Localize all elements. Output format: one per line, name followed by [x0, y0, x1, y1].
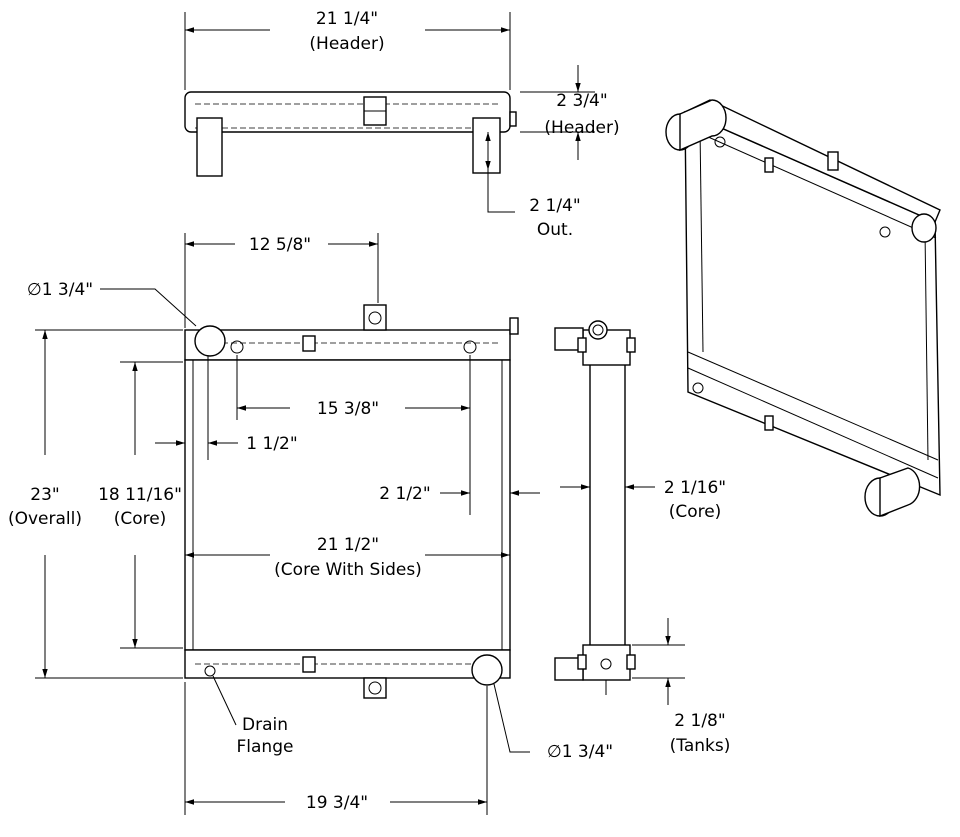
top-view: 21 1/4" (Header) 2 3/4" (Header) 2 1/4" … [184, 9, 620, 240]
core-depth-value: 2 1/16" [664, 478, 726, 498]
outlet-value: 2 1/4" [529, 196, 580, 216]
core-height-note: (Core) [114, 509, 167, 529]
tank-note: (Tanks) [670, 736, 731, 756]
core-width-value: 21 1/2" [317, 535, 379, 555]
overall-height-note: (Overall) [8, 509, 82, 529]
inlet-diameter-label: ∅1 3/4" [27, 280, 93, 300]
header-height-value: 2 3/4" [556, 91, 607, 111]
core-height-value: 18 11/16" [98, 485, 182, 505]
hole-spacing-value: 15 3/8" [317, 399, 379, 419]
outlet-diameter-label: ∅1 3/4" [547, 742, 613, 762]
bottom-width-value: 19 3/4" [306, 793, 368, 813]
overall-height-value: 23" [30, 485, 59, 505]
right-offset-value: 2 1/2" [379, 484, 430, 504]
tank-value: 2 1/8" [674, 711, 725, 731]
front-view: 12 5/8" ∅1 3/4" 15 3/8" 1 1/2" 2 1/2" 23… [8, 233, 613, 815]
drain-label-line2: Flange [237, 737, 294, 757]
side-offset-value: 1 1/2" [246, 434, 297, 454]
header-width-note: (Header) [309, 34, 384, 54]
core-depth-note: (Core) [669, 502, 722, 522]
outlet-note: Out. [537, 220, 573, 240]
side-view: 2 1/16" (Core) 2 1/8" (Tanks) [554, 320, 731, 756]
core-width-note: (Core With Sides) [274, 560, 422, 580]
isometric-view [665, 99, 941, 518]
drain-label-line1: Drain [242, 715, 288, 735]
header-width-value: 21 1/4" [316, 9, 378, 29]
offset-top-value: 12 5/8" [249, 235, 311, 255]
header-height-note: (Header) [544, 118, 619, 138]
